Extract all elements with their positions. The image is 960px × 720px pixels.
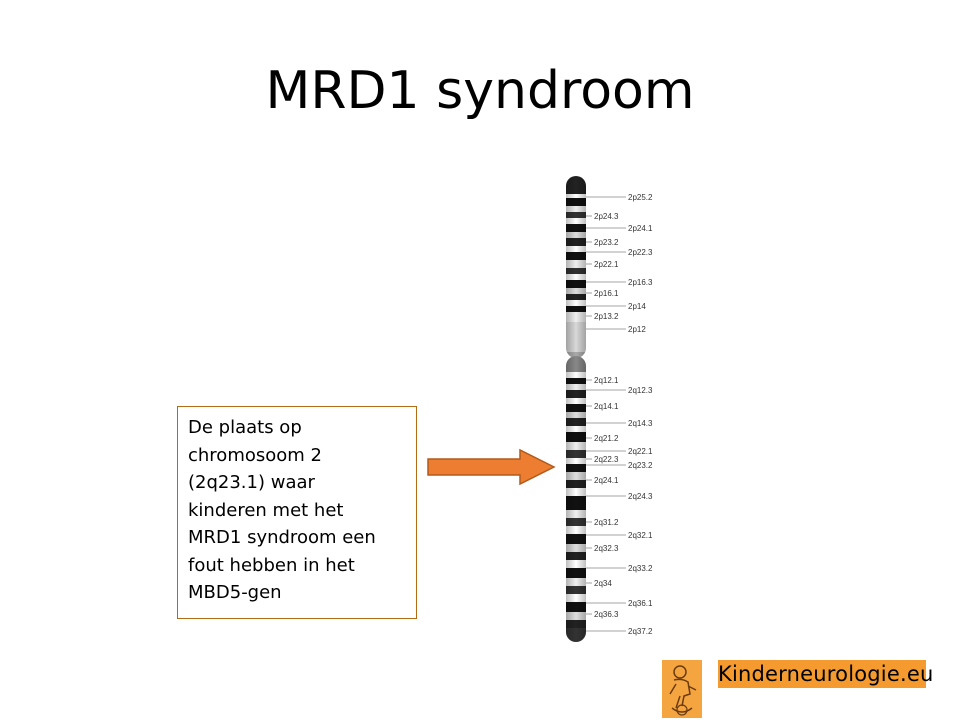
left-label-bg bbox=[592, 375, 620, 384]
logo-text: Kinderneurologie.eu bbox=[718, 660, 934, 688]
right-band-label: 2q37.2 bbox=[628, 627, 653, 636]
right-band-label: 2q32.1 bbox=[628, 531, 653, 540]
left-label-bg bbox=[592, 578, 620, 587]
right-band-label: 2p25.2 bbox=[628, 193, 653, 202]
left-band-label: 2q12.1 bbox=[594, 376, 619, 385]
left-band-label: 2p24.3 bbox=[594, 212, 619, 221]
left-label-bg bbox=[592, 259, 620, 268]
right-band-label: 2q14.3 bbox=[628, 419, 653, 428]
left-band-labels: 2p24.3 2p23.2 2p22.1 2p16.1 2p13.2 2q12.1 2q14… bbox=[586, 211, 620, 619]
left-label-bg bbox=[592, 433, 620, 442]
left-band-label: 2p23.2 bbox=[594, 238, 619, 247]
left-label-bg bbox=[592, 237, 620, 246]
callout-box: De plaats op chromosoom 2 (2q23.1) waar … bbox=[177, 406, 417, 619]
left-band-label: 2q36.3 bbox=[594, 610, 619, 619]
page-title: MRD1 syndroom bbox=[265, 61, 695, 121]
right-band-label: 2q36.1 bbox=[628, 599, 653, 608]
chromosome-q-arm bbox=[566, 356, 586, 642]
left-label-bg bbox=[592, 543, 620, 552]
left-label-bg bbox=[592, 517, 620, 526]
right-band-label: 2q12.3 bbox=[628, 386, 653, 395]
right-band-labels: 2p25.2 2p24.1 2p22.3 2p16.3 2p14 2p12 2q12.3 2q… bbox=[586, 193, 653, 636]
left-band-label: 2p13.2 bbox=[594, 312, 619, 321]
left-label-bg bbox=[592, 454, 620, 463]
left-band-label: 2q21.2 bbox=[594, 434, 619, 443]
left-band-label: 2p16.1 bbox=[594, 289, 619, 298]
left-label-bg bbox=[592, 609, 620, 618]
left-band-label: 2q24.1 bbox=[594, 476, 619, 485]
left-band-label: 2q14.1 bbox=[594, 402, 619, 411]
right-band-label: 2p14 bbox=[628, 302, 646, 311]
right-band-label: 2p22.3 bbox=[628, 248, 653, 257]
right-band-label: 2q33.2 bbox=[628, 564, 653, 573]
left-label-bg bbox=[592, 311, 620, 320]
left-band-label: 2p22.1 bbox=[594, 260, 619, 269]
logo-icon-box bbox=[662, 660, 702, 718]
left-band-label: 2q31.2 bbox=[594, 518, 619, 527]
right-band-label: 2q23.2 bbox=[628, 461, 653, 470]
right-band-label: 2p12 bbox=[628, 325, 646, 334]
right-band-label: 2q24.3 bbox=[628, 492, 653, 501]
left-label-bg bbox=[592, 401, 620, 410]
child-figure-icon bbox=[669, 665, 697, 716]
left-label-bg bbox=[592, 475, 620, 484]
q-arm-shading bbox=[566, 356, 586, 642]
left-label-bg bbox=[592, 288, 620, 297]
pointer-arrow bbox=[427, 448, 556, 486]
chromosome-p-arm bbox=[566, 176, 586, 358]
right-band-label: 2p24.1 bbox=[628, 224, 653, 233]
left-band-label: 2q32.3 bbox=[594, 544, 619, 553]
left-label-bg bbox=[592, 211, 620, 220]
left-band-label: 2q22.3 bbox=[594, 455, 619, 464]
arrow-shape bbox=[427, 448, 556, 486]
chromosome-2-ideogram: 2p25.2 2p24.1 2p22.3 2p16.3 2p14 2p12 2q12.3 2q… bbox=[566, 176, 653, 642]
left-band-label: 2q34 bbox=[594, 579, 612, 588]
right-band-label: 2p16.3 bbox=[628, 278, 653, 287]
right-band-label: 2q22.1 bbox=[628, 447, 653, 456]
p-arm-shading bbox=[566, 176, 586, 358]
